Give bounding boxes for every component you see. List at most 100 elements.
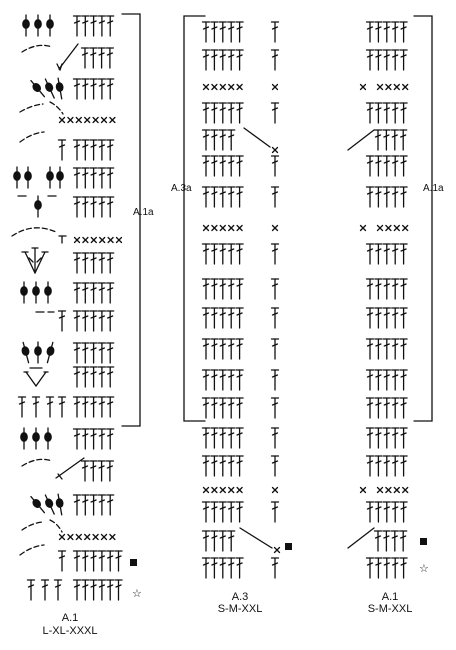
treble-symbol — [365, 278, 375, 300]
treble-symbol — [270, 155, 280, 177]
chain-x-symbol — [67, 533, 74, 541]
treble-symbol — [235, 243, 244, 265]
bobble-symbol — [24, 166, 32, 189]
treble-symbol — [218, 278, 227, 300]
a1-large-sizes: L-XL-XXXL — [42, 625, 98, 637]
treble-symbol — [391, 155, 400, 177]
chain-x-symbol — [75, 116, 82, 124]
chain-x-symbol — [385, 83, 392, 91]
treble-symbol — [270, 427, 280, 449]
treble-symbol — [382, 557, 391, 579]
treble-symbol — [89, 494, 98, 516]
treble-symbol — [399, 278, 408, 300]
a1-small-title: A.1 — [381, 591, 399, 603]
treble-symbol — [382, 427, 391, 449]
chain-x-symbol — [393, 83, 400, 91]
treble-symbol — [89, 310, 98, 332]
chain-x-symbol — [211, 83, 218, 91]
treble-symbol — [374, 307, 383, 329]
bobble-symbol — [44, 427, 52, 450]
treble-symbol — [227, 21, 236, 43]
treble-symbol — [89, 342, 98, 364]
treble-symbol — [382, 369, 391, 391]
treble-symbol — [399, 307, 408, 329]
treble-symbol — [81, 139, 90, 161]
chain-x-symbol — [236, 83, 243, 91]
treble-symbol — [210, 455, 219, 477]
treble-symbol — [210, 530, 219, 552]
treble-symbol — [89, 167, 98, 189]
treble-symbol — [210, 338, 219, 360]
treble-symbol — [365, 102, 375, 124]
chain-x-symbol — [271, 224, 279, 232]
treble-symbol — [399, 49, 408, 71]
treble-symbol — [218, 155, 227, 177]
treble-symbol — [218, 307, 227, 329]
treble-symbol — [218, 501, 227, 523]
treble-symbol — [106, 167, 115, 189]
treble-symbol — [72, 579, 82, 601]
a1-small-bracket — [413, 15, 433, 422]
treble-symbol — [374, 369, 383, 391]
treble-symbol — [210, 155, 219, 177]
treble-symbol — [201, 369, 211, 391]
treble-symbol — [373, 129, 383, 151]
treble-symbol — [210, 21, 219, 43]
treble-symbol — [201, 530, 211, 552]
treble-symbol — [106, 579, 115, 601]
treble-symbol — [218, 397, 227, 419]
treble-symbol — [81, 366, 90, 388]
treble-symbol — [81, 252, 90, 274]
treble-symbol — [97, 550, 107, 572]
treble-symbol — [89, 78, 98, 100]
chain-x-symbol — [58, 533, 66, 541]
treble-symbol — [97, 579, 107, 601]
stitch-line — [239, 527, 273, 549]
treble-symbol — [218, 338, 227, 360]
treble-symbol — [210, 49, 219, 71]
treble-symbol — [382, 338, 391, 360]
treble-symbol — [26, 579, 36, 601]
treble-symbol — [399, 243, 408, 265]
treble-symbol — [105, 460, 115, 482]
treble-symbol — [81, 310, 90, 332]
treble-symbol — [81, 550, 90, 572]
treble-symbol — [201, 102, 211, 124]
treble-symbol — [227, 129, 236, 151]
treble-symbol — [399, 102, 408, 124]
treble-symbol — [201, 307, 211, 329]
chain-x-symbol — [236, 486, 243, 494]
treble-symbol — [218, 557, 227, 579]
treble-symbol — [97, 310, 107, 332]
treble-symbol — [72, 428, 82, 450]
treble-symbol — [81, 494, 90, 516]
treble-symbol — [81, 78, 90, 100]
stitch-line — [59, 63, 63, 71]
treble-symbol — [374, 21, 383, 43]
treble-symbol — [365, 307, 375, 329]
treble-symbol — [81, 428, 90, 450]
treble-symbol — [201, 21, 211, 43]
treble-symbol — [106, 15, 115, 37]
treble-symbol — [270, 278, 280, 300]
treble-symbol — [57, 139, 67, 161]
treble-symbol — [106, 282, 115, 304]
treble-symbol — [391, 243, 400, 265]
treble-symbol — [227, 455, 236, 477]
treble-symbol — [399, 557, 408, 579]
treble-symbol — [391, 455, 400, 477]
chain-x-symbol — [92, 116, 99, 124]
treble-symbol — [365, 557, 375, 579]
treble-symbol — [72, 78, 82, 100]
a3-sizes: S-M-XXL — [217, 603, 263, 615]
chain-x-symbol — [271, 83, 279, 91]
treble-symbol — [270, 243, 280, 265]
stitch-line — [36, 257, 42, 263]
treble-symbol — [201, 278, 211, 300]
treble-symbol — [218, 186, 227, 208]
chain-x-symbol — [100, 116, 108, 124]
treble-symbol — [227, 338, 236, 360]
treble-symbol — [81, 396, 90, 418]
treble-symbol — [374, 243, 383, 265]
